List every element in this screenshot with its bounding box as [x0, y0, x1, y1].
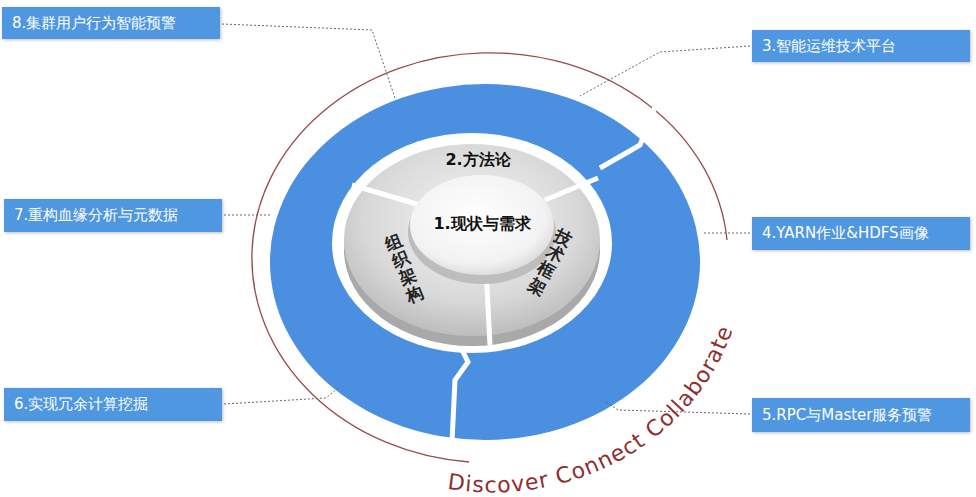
motto-label: Discover Connect Collaborate — [446, 322, 737, 497]
node-text: 2.方法论 — [445, 150, 510, 171]
label-box: 7.重构血缘分析与元数据 — [4, 199, 222, 232]
blue-ring — [270, 84, 700, 440]
label-box: 8.集群用户行为智能预警 — [2, 7, 220, 39]
ring-crack — [600, 95, 660, 168]
leader-line — [580, 46, 750, 96]
segment-gap — [545, 178, 598, 200]
node-text: 7.重构血缘分析与元数据 — [14, 206, 178, 225]
label-box: 3.智能运维技术平台 — [752, 30, 970, 62]
leader-line — [224, 388, 338, 404]
node-text: 1.现状与需求 — [433, 214, 530, 235]
node-text: 3.智能运维技术平台 — [762, 37, 896, 56]
label-box: 5.RPC与Master服务预警 — [752, 398, 970, 432]
segment-gap — [352, 185, 420, 205]
node-text: 6.实现冗余计算挖掘 — [14, 395, 148, 414]
ring-gap — [332, 133, 612, 353]
leader-line — [702, 233, 750, 234]
label-box: 6.实现冗余计算挖掘 — [4, 388, 222, 421]
center-circle: 1.现状与需求 — [433, 214, 530, 235]
ring-segment: 2.方法论 — [445, 150, 510, 171]
outer-arc — [252, 53, 727, 462]
center-circle — [410, 175, 554, 275]
grey-donut — [344, 144, 600, 336]
label-box: 4.YARN作业&HDFS画像 — [752, 217, 970, 250]
leader-line — [222, 24, 395, 98]
node-text: 4.YARN作业&HDFS画像 — [762, 224, 929, 243]
ring-crack — [452, 350, 468, 442]
leader-line — [224, 215, 272, 216]
node-text: 5.RPC与Master服务预警 — [762, 406, 932, 425]
node-text: 8.集群用户行为智能预警 — [12, 14, 176, 33]
